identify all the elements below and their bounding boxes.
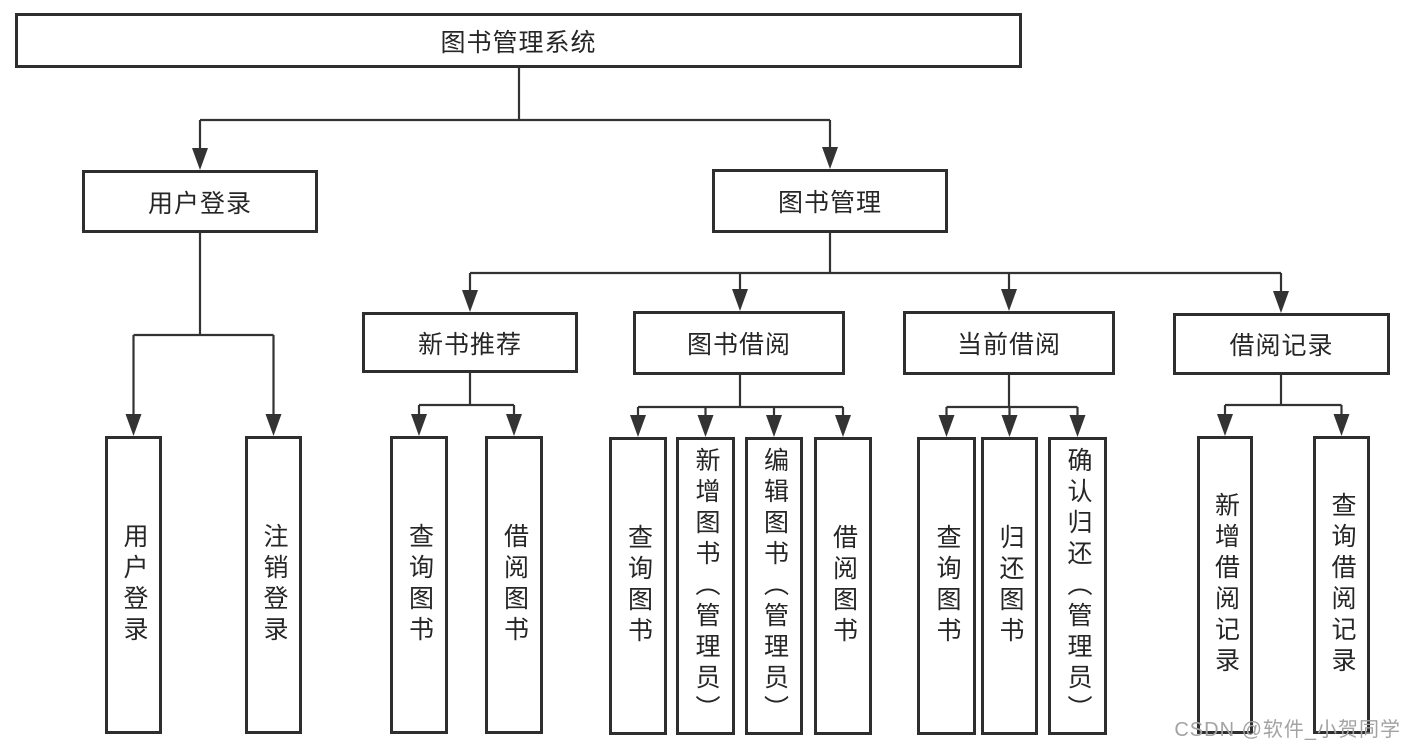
leaf-borrow-books-borrowing-label: 借阅图书	[829, 524, 858, 648]
leaf-query-books-recommend-label: 查询图书	[405, 523, 434, 647]
node-root-label: 图书管理系统	[440, 28, 597, 57]
leaf-user-login-label: 用户登录	[120, 523, 148, 647]
leaf-borrow-books-borrowing: 借阅图书	[814, 437, 872, 735]
leaf-query-books-current: 查询图书	[917, 437, 976, 735]
leaf-query-books-borrowing-label: 查询图书	[624, 524, 653, 648]
leaf-query-books-current-label: 查询图书	[933, 524, 961, 648]
leaf-add-book-admin-label: 新增图书（管理员）	[692, 446, 720, 726]
leaf-add-borrow-record-label: 新增借阅记录	[1211, 492, 1240, 678]
leaf-logout: 注销登录	[245, 436, 302, 734]
leaf-query-borrow-record-label: 查询借阅记录	[1328, 492, 1356, 678]
node-borrow-records-label: 借阅记录	[1229, 332, 1334, 360]
leaf-query-books-recommend: 查询图书	[390, 436, 448, 734]
csdn-watermark: CSDN @软件_小贺同学	[1174, 719, 1401, 741]
node-book-management-label: 图书管理	[777, 189, 882, 217]
node-root-system: 图书管理系统	[15, 13, 1022, 68]
leaf-edit-book-admin-label: 编辑图书（管理员）	[760, 446, 789, 726]
node-user-login: 用户登录	[82, 170, 318, 233]
leaf-return-book: 归还图书	[981, 437, 1038, 735]
arrowheads	[125, 147, 1350, 437]
leaf-confirm-return-admin: 确认归还（管理员）	[1048, 437, 1107, 735]
node-new-book-recommend: 新书推荐	[362, 312, 578, 373]
leaf-logout-label: 注销登录	[260, 523, 288, 647]
node-book-borrowing: 图书借阅	[633, 311, 845, 375]
leaf-borrow-books-recommend: 借阅图书	[485, 436, 543, 734]
connector-edges	[132, 68, 1343, 421]
leaf-confirm-return-admin-label: 确认归还（管理员）	[1064, 446, 1092, 726]
leaf-query-books-borrowing: 查询图书	[609, 437, 667, 735]
leaf-user-login: 用户登录	[105, 436, 162, 734]
leaf-borrow-books-recommend-label: 借阅图书	[500, 523, 529, 647]
node-borrow-records: 借阅记录	[1173, 313, 1390, 375]
node-current-borrowing: 当前借阅	[903, 311, 1115, 375]
leaf-add-borrow-record: 新增借阅记录	[1197, 436, 1253, 734]
node-user-login-label: 用户登录	[147, 189, 252, 218]
leaf-query-borrow-record: 查询借阅记录	[1313, 436, 1370, 734]
node-new-book-recommend-label: 新书推荐	[417, 330, 522, 359]
node-book-borrowing-label: 图书借阅	[686, 331, 791, 359]
node-current-borrowing-label: 当前借阅	[956, 331, 1061, 359]
node-book-management: 图书管理	[712, 169, 948, 233]
leaf-return-book-label: 归还图书	[996, 524, 1024, 648]
leaf-add-book-admin: 新增图书（管理员）	[676, 437, 735, 735]
leaf-edit-book-admin: 编辑图书（管理员）	[745, 437, 803, 735]
